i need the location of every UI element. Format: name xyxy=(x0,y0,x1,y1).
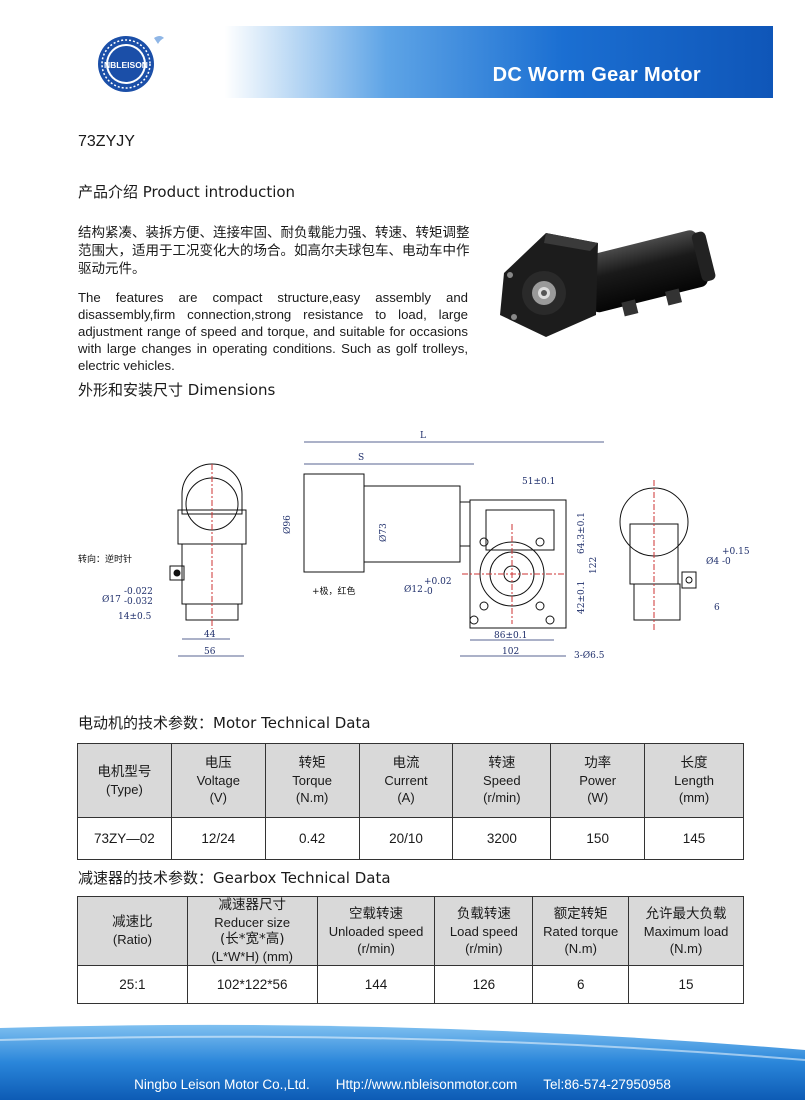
cell-length: 145 xyxy=(644,817,744,860)
cell-current: 20/10 xyxy=(358,817,454,860)
side-view-left xyxy=(169,463,247,629)
model-number: 73ZYJY xyxy=(78,133,135,150)
cell-torque: 0.42 xyxy=(264,817,360,860)
dim-holes: 3-Ø6.5 xyxy=(574,650,605,661)
cell-type: 73ZY—02 xyxy=(77,817,172,860)
dim-d12: Ø12 xyxy=(404,584,423,595)
dim-d12-tol-lower: -0 xyxy=(424,587,433,597)
dim-44: 44 xyxy=(204,630,216,640)
intro-text-en: The features are compact structure,easy … xyxy=(78,290,468,373)
polarity-label: +极，红色 xyxy=(312,585,356,597)
dim-122: 122 xyxy=(589,557,599,574)
dim-42: 42±0.1 xyxy=(577,581,587,614)
gearbox-table-heading: 减速器的技术参数：Gearbox Technical Data xyxy=(78,869,391,887)
dim-d17-tol-upper: -0.022 xyxy=(124,587,153,597)
table-row: 73ZY—02 12/24 0.42 20/10 3200 150 145 xyxy=(77,817,744,860)
dim-d12-tol-upper: +0.02 xyxy=(424,577,452,587)
table-row: 25:1 102*122*56 144 126 6 15 xyxy=(77,965,744,1004)
dim-51: 51±0.1 xyxy=(522,477,555,487)
footer-tel: Tel:86-574-27950958 xyxy=(543,1077,671,1092)
logo-text: NBLEISON xyxy=(104,60,148,70)
dim-6: 6 xyxy=(714,603,720,613)
dim-d96: Ø96 xyxy=(282,515,293,534)
footer: Ningbo Leison Motor Co.,Ltd. Http://www.… xyxy=(0,1077,805,1092)
cell-load-speed: 126 xyxy=(434,965,534,1004)
motor-table-heading: 电动机的技术参数：Motor Technical Data xyxy=(78,714,371,732)
col-type: 电机型号(Type) xyxy=(77,743,172,818)
dim-d73: Ø73 xyxy=(378,523,389,542)
motor-photo xyxy=(500,230,716,337)
dim-L: L xyxy=(420,431,426,441)
dim-S: S xyxy=(358,453,364,463)
cell-voltage: 12/24 xyxy=(170,817,266,860)
front-view xyxy=(303,473,567,629)
dim-14: 14±0.5 xyxy=(118,612,152,622)
cell-speed: 3200 xyxy=(452,817,552,860)
cell-rated-torque: 6 xyxy=(532,965,630,1004)
col-ratio: 减速比(Ratio) xyxy=(77,896,188,966)
dimension-drawing: 转向：逆时针 Ø17 -0.022 -0.032 14±0.5 44 56 L … xyxy=(78,431,750,661)
intro-heading: 产品介绍 Product introduction xyxy=(78,183,296,201)
dim-56: 56 xyxy=(204,647,216,657)
dim-d4: Ø4 xyxy=(706,556,719,567)
cell-ratio: 25:1 xyxy=(77,965,188,1004)
dim-102: 102 xyxy=(502,647,519,657)
cell-reducer-size: 102*122*56 xyxy=(186,965,318,1004)
dim-d17-tol-lower: -0.032 xyxy=(124,597,153,607)
company-logo: NBLEISON xyxy=(98,36,164,92)
cell-power: 150 xyxy=(550,817,646,860)
footer-url[interactable]: Http://www.nbleisonmotor.com xyxy=(335,1077,518,1092)
footer-company: Ningbo Leison Motor Co.,Ltd. xyxy=(134,1077,310,1092)
rotation-label: 转向：逆时针 xyxy=(78,553,132,565)
dim-86: 86±0.1 xyxy=(494,631,527,641)
dim-64: 64.3±0.1 xyxy=(577,512,587,554)
side-view-right xyxy=(619,480,697,630)
dim-d4-tol-lower: -0 xyxy=(722,557,731,567)
cell-max-load: 15 xyxy=(628,965,744,1004)
intro-text-zh: 结构紧凑、装拆方便、连接牢固、耐负载能力强、转速、转矩调整范围大，适用于工况变化… xyxy=(78,225,470,277)
header-banner xyxy=(70,26,773,98)
page-title: DC Worm Gear Motor xyxy=(492,64,701,86)
footer-band xyxy=(0,1024,805,1100)
cell-unloaded-speed: 144 xyxy=(316,965,436,1004)
dim-d4-tol-upper: +0.15 xyxy=(722,547,750,557)
dimensions-heading: 外形和安装尺寸 Dimensions xyxy=(78,381,276,399)
dim-d17: Ø17 xyxy=(102,594,121,605)
